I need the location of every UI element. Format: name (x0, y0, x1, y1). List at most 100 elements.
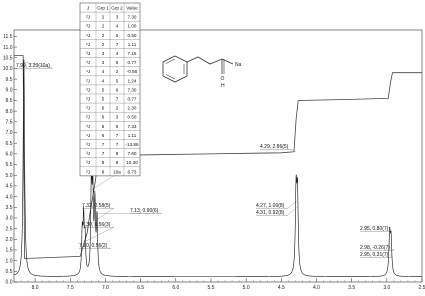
peak-annotation: 2.95, 0.80(7) (360, 226, 389, 232)
table-cell: ⁴J (86, 69, 90, 74)
x-tick-label: 4.0 (313, 285, 320, 291)
y-tick-label: 9.5 (6, 77, 13, 83)
y-tick-label: 2.5 (6, 226, 13, 232)
x-tick-label: 5.5 (207, 285, 214, 291)
annotation-leader (23, 61, 53, 69)
table-cell: 1.11 (128, 42, 137, 47)
table-header-cell: Value (126, 6, 138, 11)
sodium-label: Na (235, 62, 242, 68)
y-tick-label: 11.5 (3, 34, 13, 40)
table-cell: 4 (102, 69, 105, 74)
table-cell: 7 (116, 97, 119, 102)
table-cell: 2 (116, 106, 119, 111)
annotation-leader (287, 207, 297, 216)
table-header-cell: Grp 1 (97, 6, 109, 11)
peak-annotation: 7.10, 0.56(2) (79, 243, 108, 249)
table-cell: ³J (86, 124, 90, 129)
integral-curve (14, 55, 422, 259)
table-cell: 2 (102, 15, 105, 20)
annotation-leader (287, 200, 297, 209)
table-cell: 1.00 (128, 24, 137, 29)
table-cell: 7.60 (128, 151, 137, 156)
table-cell: ³J (86, 160, 90, 165)
table-cell: 5 (116, 60, 119, 65)
side-chain (186, 56, 234, 65)
peak-annotation: 2.95, 0.31(7) (360, 252, 389, 258)
table-cell: 7 (116, 133, 119, 138)
table-cell: ³J (86, 51, 90, 56)
peak-annotation: 4.31, 0.92(8) (256, 210, 285, 216)
table-header-cell: J (87, 6, 89, 11)
y-tick-label: 3.0 (6, 216, 13, 222)
table-cell: ⁴J (86, 133, 90, 138)
table-cell: 6 (116, 87, 119, 92)
table-cell: 7.15 (128, 51, 137, 56)
table-cell: 10a (113, 169, 121, 174)
x-tick-label: 6.5 (137, 285, 144, 291)
y-tick-label: 11.0 (3, 45, 13, 51)
table-cell: 3 (116, 115, 119, 120)
table-cell: ⁵J (86, 42, 90, 47)
y-tick-label: 4.0 (6, 194, 13, 200)
peak-annotation: 7.30, 0.56(3) (82, 222, 111, 228)
peak-annotation: 4.27, 1.00(8) (256, 203, 285, 209)
table-cell: 0.50 (128, 115, 137, 120)
integral-group (14, 55, 422, 259)
table-cell: 2 (116, 69, 119, 74)
y-tick-label: 1.0 (6, 258, 13, 264)
table-cell: 7 (102, 151, 105, 156)
hydrogen-label: H (221, 83, 225, 89)
spectrum-trace (13, 59, 422, 277)
y-tick-label: 5.5 (6, 162, 13, 168)
table-cell: ²J (86, 115, 90, 120)
x-tick-label: 3.5 (348, 285, 355, 291)
table-cell: 1.11 (128, 133, 137, 138)
table-cell: 7.30 (128, 87, 137, 92)
table-cell: 2 (102, 42, 105, 47)
table-cell: 5 (102, 97, 105, 102)
table-cell: 2 (102, 33, 105, 38)
y-tick-label: 10.0 (3, 66, 13, 72)
table-cell: ³J (86, 151, 90, 156)
annotation-leader (84, 227, 114, 242)
table-cell: 7 (102, 142, 105, 147)
x-tick-label: 8.0 (32, 285, 39, 291)
table-cell: 0.77 (128, 60, 137, 65)
table-cell: 3 (102, 51, 105, 56)
y-tick-label: 6.5 (6, 141, 13, 147)
table-cell: 5 (116, 124, 119, 129)
table-cell: ³J (86, 24, 90, 29)
table-cell: 7.30 (128, 15, 137, 20)
table-cell: 2 (102, 24, 105, 29)
table-cell: 3 (102, 60, 105, 65)
table-cell: 4 (102, 78, 105, 83)
table-cell: 8 (116, 151, 119, 156)
table-cell: 6 (102, 124, 105, 129)
table-cell: ³J (86, 87, 90, 92)
table-cell: 2.30 (128, 106, 137, 111)
y-tick-label: 4.5 (6, 184, 13, 190)
y-tick-label: 5.0 (6, 173, 13, 179)
table-cell: 6.73 (128, 169, 137, 174)
table-cell: ³J (86, 142, 90, 147)
table-cell: 5 (116, 78, 119, 83)
table-cell: 6 (102, 106, 105, 111)
annotation-leader (291, 149, 297, 152)
table-cell: 7.33 (128, 124, 137, 129)
y-tick-label: 6.0 (6, 152, 13, 158)
table-cell: 5 (116, 33, 119, 38)
table-cell: -13.86 (125, 142, 138, 147)
x-tick-label: 7.5 (67, 285, 74, 291)
table-cell: 6 (102, 133, 105, 138)
annotation-leader (83, 208, 114, 229)
table-cell: 7 (116, 42, 119, 47)
table-cell: 10.40 (126, 160, 138, 165)
table-cell: ⁴J (86, 33, 90, 38)
table-cell: ³J (86, 60, 90, 65)
y-tick-label: 7.0 (6, 130, 13, 136)
y-tick-label: 1.5 (6, 248, 13, 254)
molecule-structure: O H Na (162, 55, 242, 89)
